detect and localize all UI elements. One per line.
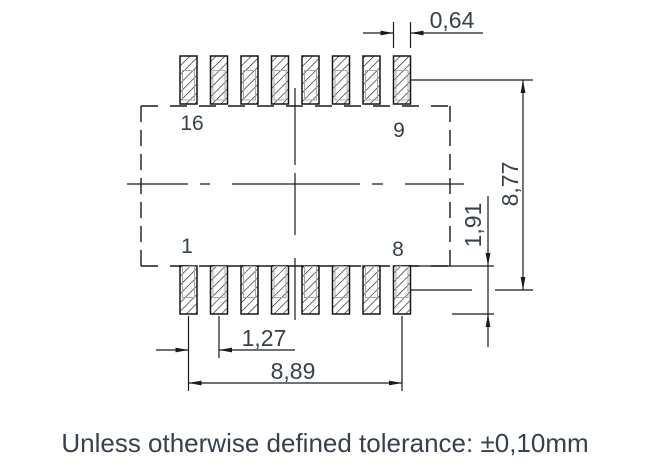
dim-label-pad-length: 1,91 [460, 203, 486, 248]
dim-label-row-span-vertical: 8,77 [497, 162, 523, 207]
pad-13 [270, 55, 290, 105]
dimension-pitch: 1,27 [156, 316, 295, 391]
pad-number-16: 16 [180, 112, 203, 135]
dimension-row-span-horizontal: 8,89 [188, 316, 403, 391]
pad-14 [240, 55, 259, 105]
pad-10 [362, 55, 381, 105]
dimension-pad-width: 0,64 [363, 7, 483, 48]
pad-12 [301, 55, 320, 105]
arrowhead-down-icon [520, 277, 526, 290]
pin-outlines [182, 70, 409, 298]
pad-row-top [179, 55, 412, 105]
arrowhead-left-icon [410, 30, 424, 36]
arrowhead-right-icon [380, 30, 394, 36]
arrowhead-up-icon [485, 314, 491, 327]
pad-number-1: 1 [181, 235, 193, 258]
dimension-row-span-vertical: 8,77 [411, 79, 533, 291]
dim-label-pitch: 1,27 [242, 325, 287, 351]
arrowhead-left-icon [219, 347, 232, 353]
arrowhead-right-icon [389, 380, 402, 386]
pad-15 [209, 55, 229, 105]
pad-row-bottom [179, 265, 412, 315]
arrowhead-down-icon [485, 253, 491, 266]
arrowhead-up-icon [520, 80, 526, 93]
pad-16 [179, 55, 198, 105]
pad-9 [392, 55, 412, 105]
pad-11 [331, 55, 351, 105]
center-lines [127, 88, 464, 320]
tolerance-note: Unless otherwise defined tolerance: ±0,1… [61, 428, 588, 458]
arrowhead-left-icon [188, 380, 202, 386]
arrowhead-right-icon [175, 347, 189, 353]
dimension-pad-length: 1,91 [411, 196, 494, 347]
pad-number-9: 9 [393, 119, 405, 142]
dim-label-pad-width: 0,64 [430, 7, 475, 33]
pad-number-8: 8 [392, 238, 404, 261]
dim-label-row-span-horizontal: 8,89 [271, 358, 316, 384]
pad-number-labels: 16 9 1 8 [180, 112, 405, 261]
